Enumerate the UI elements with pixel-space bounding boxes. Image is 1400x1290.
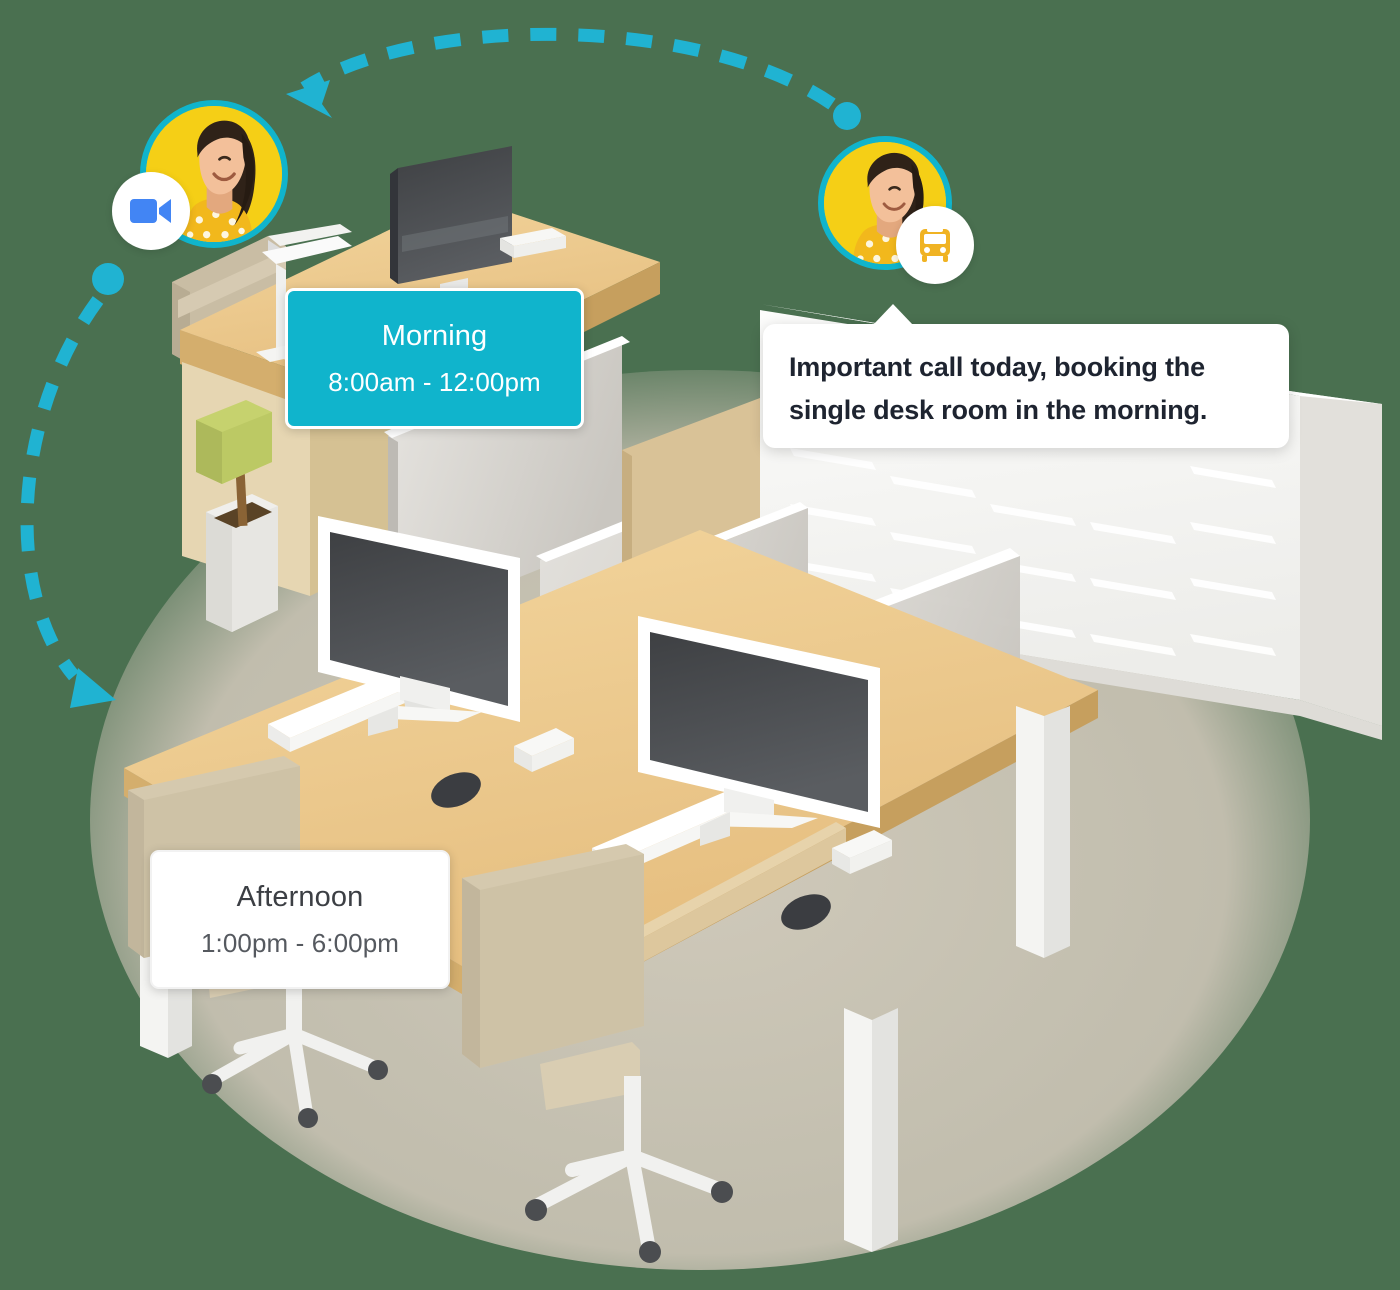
mouse — [781, 894, 831, 930]
notepad — [514, 746, 532, 772]
morning-booking-card[interactable]: Morning 8:00am - 12:00pm — [285, 288, 584, 429]
notepad — [850, 840, 892, 874]
speech-bubble-line-1: Important call today, booking the — [789, 352, 1205, 382]
keyboard — [268, 724, 290, 752]
video-call-badge[interactable] — [112, 172, 190, 250]
avatar — [140, 100, 288, 248]
monitor — [638, 616, 880, 846]
keyboard — [290, 680, 426, 752]
notepad — [832, 848, 850, 874]
afternoon-card-time-range: 1:00pm - 6:00pm — [200, 927, 400, 958]
speech-bubble-tail — [873, 304, 913, 325]
avatar-transport-user[interactable] — [818, 136, 974, 284]
office-chair — [462, 844, 733, 1263]
morning-card-time-range: 8:00am - 12:00pm — [328, 366, 541, 397]
afternoon-booking-card[interactable]: Afternoon 1:00pm - 6:00pm — [150, 850, 450, 989]
speech-bubble: Important call today, booking the single… — [763, 304, 1289, 448]
desk-lamp — [196, 400, 272, 484]
avatar-video-user[interactable] — [112, 100, 288, 250]
monitor — [318, 516, 520, 736]
morning-card-title: Morning — [381, 319, 488, 352]
keyboard — [592, 788, 756, 862]
video-camera-icon — [130, 199, 171, 223]
speech-bubble-line-2: single desk room in the morning. — [789, 395, 1208, 425]
notepad — [832, 830, 892, 858]
mouse — [431, 772, 481, 808]
transport-badge[interactable] — [896, 206, 974, 284]
notepad — [514, 728, 574, 756]
potted-plant — [206, 429, 278, 632]
bus-icon — [920, 228, 950, 262]
notepad — [532, 738, 574, 772]
afternoon-card-title: Afternoon — [236, 880, 364, 913]
